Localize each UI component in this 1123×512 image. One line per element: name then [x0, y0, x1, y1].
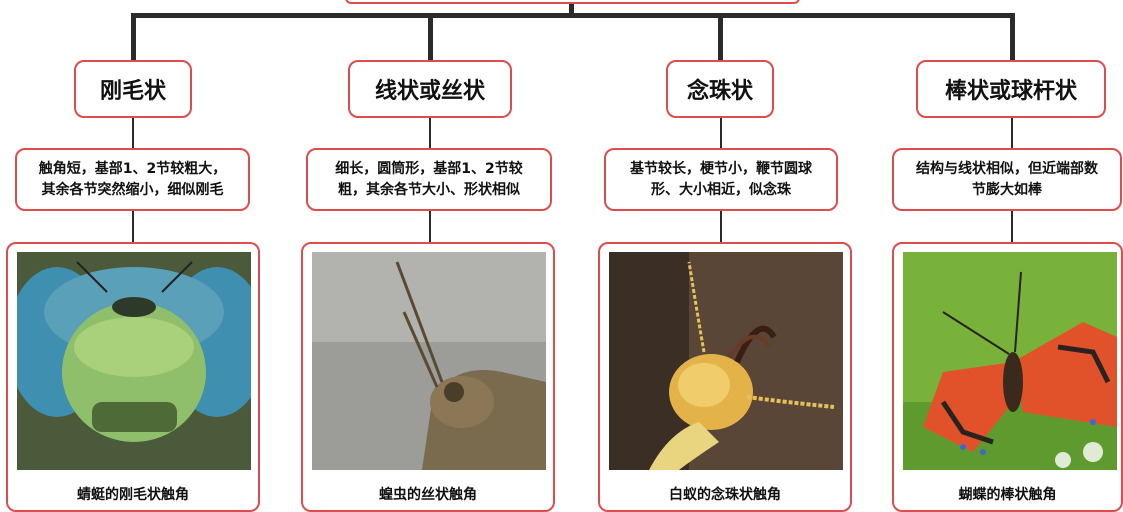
category-desc-clavate: 结构与线状相似，但近端部数节膨大如棒 [892, 148, 1122, 211]
root-node [345, 0, 800, 4]
trunk-line [569, 0, 574, 17]
drop-line-2 [428, 13, 433, 60]
photo-card-butterfly: 蝴蝶的棒状触角 [892, 242, 1123, 512]
photo-caption: 蝗虫的丝状触角 [379, 487, 477, 503]
category-title-filiform: 线状或丝状 [348, 60, 512, 118]
photo-caption: 白蚁的念珠状触角 [669, 487, 781, 503]
category-title-bristle: 刚毛状 [74, 60, 192, 118]
photo-card-grasshopper: 蝗虫的丝状触角 [301, 242, 555, 512]
photo-caption: 蝴蝶的棒状触角 [958, 487, 1057, 503]
mid-line-3a [720, 118, 722, 148]
dragonfly-photo-icon [17, 252, 251, 470]
butterfly-photo-icon [903, 252, 1117, 470]
category-desc-bristle: 触角短，基部1、2节较粗大， 其余各节突然缩小，细似刚毛 [15, 148, 250, 211]
drop-line-3 [718, 13, 723, 60]
mid-line-4b [1011, 211, 1013, 242]
drop-line-4 [1010, 13, 1015, 60]
category-desc-filiform: 细长，圆筒形，基部1、2节较粗，其余各节大小、形状相似 [306, 148, 552, 211]
desc-line: 形、大小相近，似念珠 [651, 181, 791, 198]
desc-line: 其余各节突然缩小，细似刚毛 [41, 181, 224, 198]
photo-card-dragonfly: 蜻蜓的刚毛状触角 [6, 242, 260, 512]
mid-line-2a [429, 118, 431, 148]
mid-line-1b [132, 211, 134, 242]
desc-line: 粗，其余各节大小、形状相似 [337, 181, 520, 198]
photo-caption: 蜻蜓的刚毛状触角 [77, 487, 189, 503]
desc-line: 基节较长，梗节小，鞭节圆球 [630, 160, 812, 177]
desc-line: 触角短，基部1、2节较粗大， [38, 160, 227, 177]
category-desc-moniliform: 基节较长，梗节小，鞭节圆球形、大小相近，似念珠 [604, 148, 838, 211]
drop-line-1 [131, 13, 136, 60]
photo-card-termite: 白蚁的念珠状触角 [598, 242, 852, 512]
horizontal-connector [131, 13, 1015, 18]
desc-line: 细长，圆筒形，基部1、2节较 [335, 160, 523, 177]
mid-line-3b [720, 211, 722, 242]
desc-line: 结构与线状相似，但近端部数 [916, 160, 1098, 177]
desc-line: 节膨大如棒 [972, 181, 1042, 198]
grasshopper-photo-icon [312, 252, 546, 470]
mid-line-1a [132, 118, 134, 148]
mid-line-4a [1011, 118, 1013, 148]
category-title-moniliform: 念珠状 [666, 60, 774, 118]
category-title-clavate: 棒状或球杆状 [916, 60, 1106, 118]
mid-line-2b [429, 211, 431, 242]
termite-photo-icon [609, 252, 843, 470]
